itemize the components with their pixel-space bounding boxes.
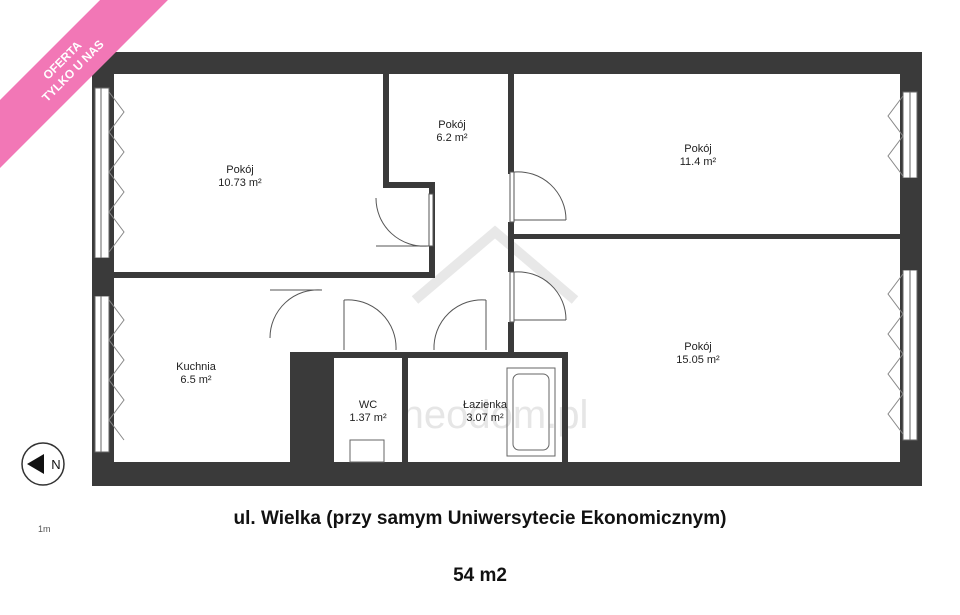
offer-badge: OFERTA TYLKO U NAS [0, 0, 170, 170]
room-area-pokoj-d: 15.05 m² [676, 354, 720, 366]
floor-plan: neodom.pl [21, 52, 922, 486]
window-swings [108, 91, 904, 441]
room-name-kuchnia: Kuchnia [176, 361, 217, 373]
total-area-caption: 54 m2 [453, 565, 507, 586]
compass: N [21, 442, 65, 486]
window-left-bottom [94, 295, 110, 453]
north-arrow-icon [27, 454, 44, 474]
room-name-pokoj-a: Pokój [226, 164, 254, 176]
offer-badge-line2: TYLKO U NAS [39, 37, 107, 105]
fixtures [349, 367, 556, 463]
compass-letter: N [51, 457, 60, 472]
toilet [349, 439, 385, 463]
offer-badge-line1: OFERTA [40, 38, 85, 83]
doors [269, 171, 567, 351]
windows [94, 87, 918, 453]
room-area-wc: 1.37 m² [349, 412, 387, 424]
address-caption: ul. Wielka (przy samym Uniwersytecie Eko… [233, 508, 727, 529]
door-pokoj-c [513, 171, 567, 221]
bathtub [506, 367, 556, 457]
scale-label: 1m [38, 524, 51, 534]
room-name-wc: WC [359, 399, 377, 411]
watermark: neodom.pl [402, 225, 589, 437]
room-area-lazienka: 3.07 m² [466, 412, 504, 424]
room-area-pokoj-b: 6.2 m² [436, 132, 468, 144]
room-name-pokoj-b: Pokój [438, 119, 466, 131]
door-kuchnia [269, 289, 323, 339]
room-area-pokoj-a: 10.73 m² [218, 177, 262, 189]
room-area-kuchnia: 6.5 m² [180, 374, 212, 386]
door-lazienka [433, 299, 487, 351]
door-wc [343, 299, 397, 351]
room-area-pokoj-c: 11.4 m² [680, 156, 717, 168]
room-labels: Pokój 10.73 m² Pokój 6.2 m² Pokój 11.4 m… [176, 119, 720, 424]
watermark-text: neodom.pl [402, 393, 589, 437]
door-pokoj-d [513, 271, 567, 321]
room-name-pokoj-c: Pokój [684, 143, 712, 155]
room-name-lazienka: Łazienka [463, 399, 508, 411]
room-name-pokoj-d: Pokój [684, 341, 712, 353]
